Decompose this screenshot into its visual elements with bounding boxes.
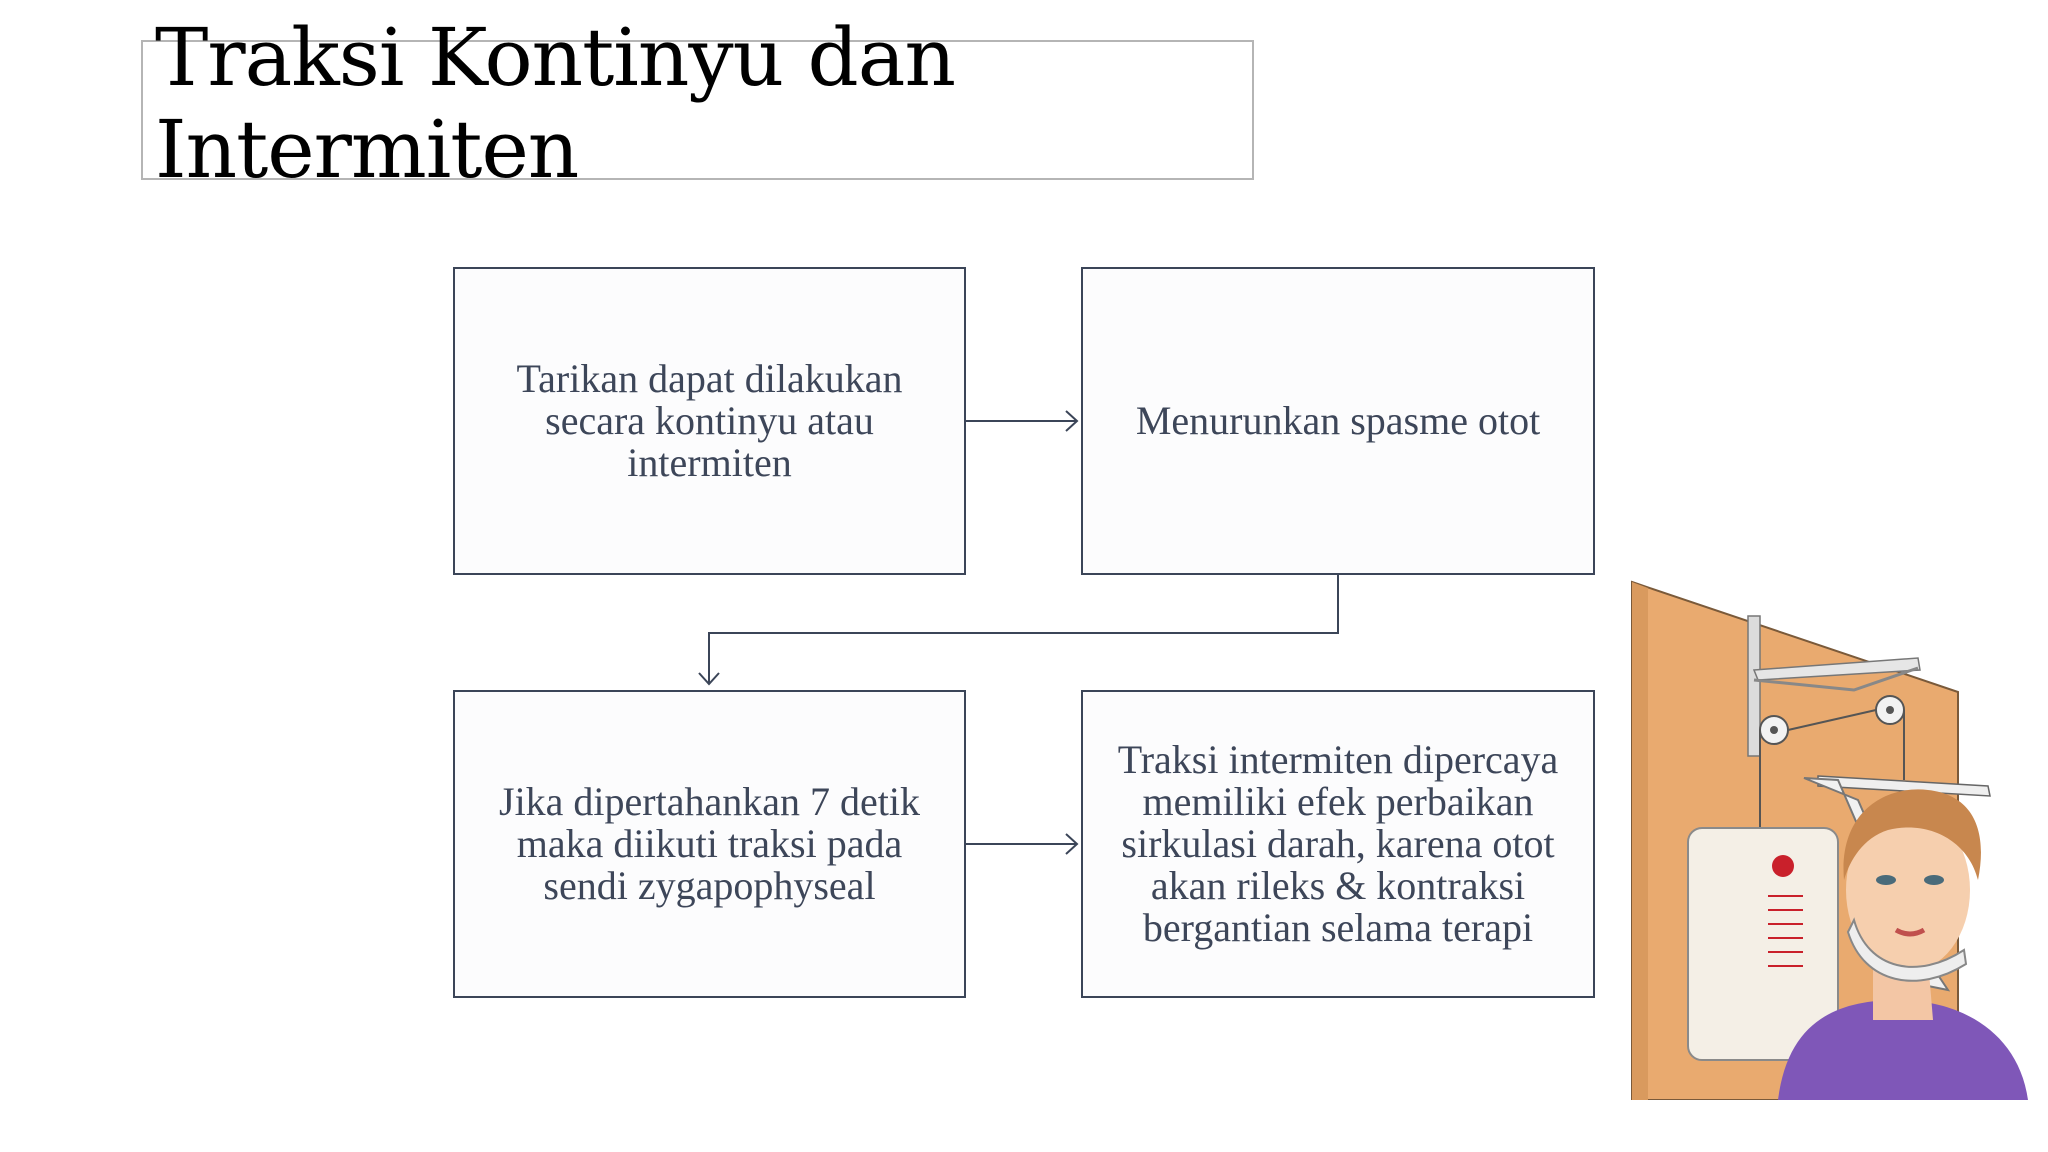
- flow-step-1-text: Tarikan dapat dilakukan secara kontinyu …: [516, 356, 903, 485]
- hair: [1843, 789, 1981, 880]
- water-bag: [1687, 827, 1839, 1061]
- arrow-step2-to-step3: [708, 575, 1339, 684]
- page-title: Traksi Kontinyu dan Intermiten: [155, 11, 956, 196]
- flow-step-4: Traksi intermiten dipercaya memiliki efe…: [1081, 690, 1595, 998]
- flow-step-3: Jika dipertahankan 7 detik maka diikuti …: [453, 690, 966, 998]
- cervical-traction-illustration: [1631, 580, 2028, 1100]
- flow-step-2-text: Menurunkan spasme otot: [1135, 398, 1541, 443]
- flow-step-1: Tarikan dapat dilakukan secara kontinyu …: [453, 267, 966, 575]
- face: [1846, 808, 1970, 972]
- title-frame: [141, 40, 1254, 180]
- flow-step-4-text: Traksi intermiten dipercaya memiliki efe…: [1117, 737, 1559, 950]
- flow-step-3-text: Jika dipertahankan 7 detik maka diikuti …: [499, 779, 920, 908]
- shirt: [1778, 1000, 2028, 1100]
- overdoor-bracket: [1747, 615, 1761, 757]
- flow-step-2: Menurunkan spasme otot: [1081, 267, 1595, 575]
